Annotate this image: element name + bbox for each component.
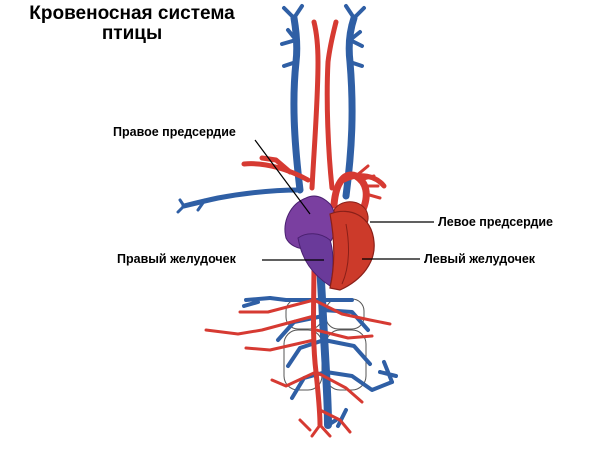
- posterior-vena-cava: [316, 258, 332, 429]
- head-vein-branches-right: [344, 4, 366, 68]
- title-line-2: птицы: [101, 23, 163, 44]
- heart: [284, 195, 375, 291]
- pointer-lines: [254, 139, 434, 261]
- diagram-title: Кровеносная система птицы: [6, 4, 258, 44]
- title-line-1: Кровеносная система: [29, 3, 235, 24]
- wing-artery-left: [241, 155, 311, 183]
- abdominal-veins-right: [321, 298, 394, 392]
- label-right-atrium: Правое предсердие: [113, 125, 236, 139]
- subclavian-vein: [181, 187, 303, 209]
- venous-vessels: [176, 4, 398, 429]
- carotid-artery-left: [309, 19, 321, 191]
- label-right-ventricle: Правый желудочек: [117, 252, 236, 266]
- carotid-artery-right: [324, 19, 339, 191]
- abdominal-arteries-right: [312, 298, 392, 434]
- jugular-vein-right: [342, 14, 358, 200]
- left-ventricle: [329, 210, 375, 291]
- head-vein-branches-left: [280, 4, 304, 68]
- pointer-right-atrium: [254, 139, 311, 215]
- wing-vein-tips: [176, 198, 207, 214]
- abdominal-arteries-left: [204, 298, 318, 388]
- hind-limb-veins: [242, 296, 398, 428]
- wing-artery-right: [341, 173, 387, 189]
- left-ventricle-highlight: [341, 223, 350, 285]
- jugular-vein-left: [290, 14, 304, 194]
- dorsal-aorta: [311, 259, 323, 428]
- tail-arteries: [298, 418, 332, 438]
- label-left-atrium: Левое предсердие: [438, 215, 554, 229]
- arterial-vessels: [204, 19, 392, 438]
- label-left-ventricle: Левый желудочек: [424, 252, 536, 266]
